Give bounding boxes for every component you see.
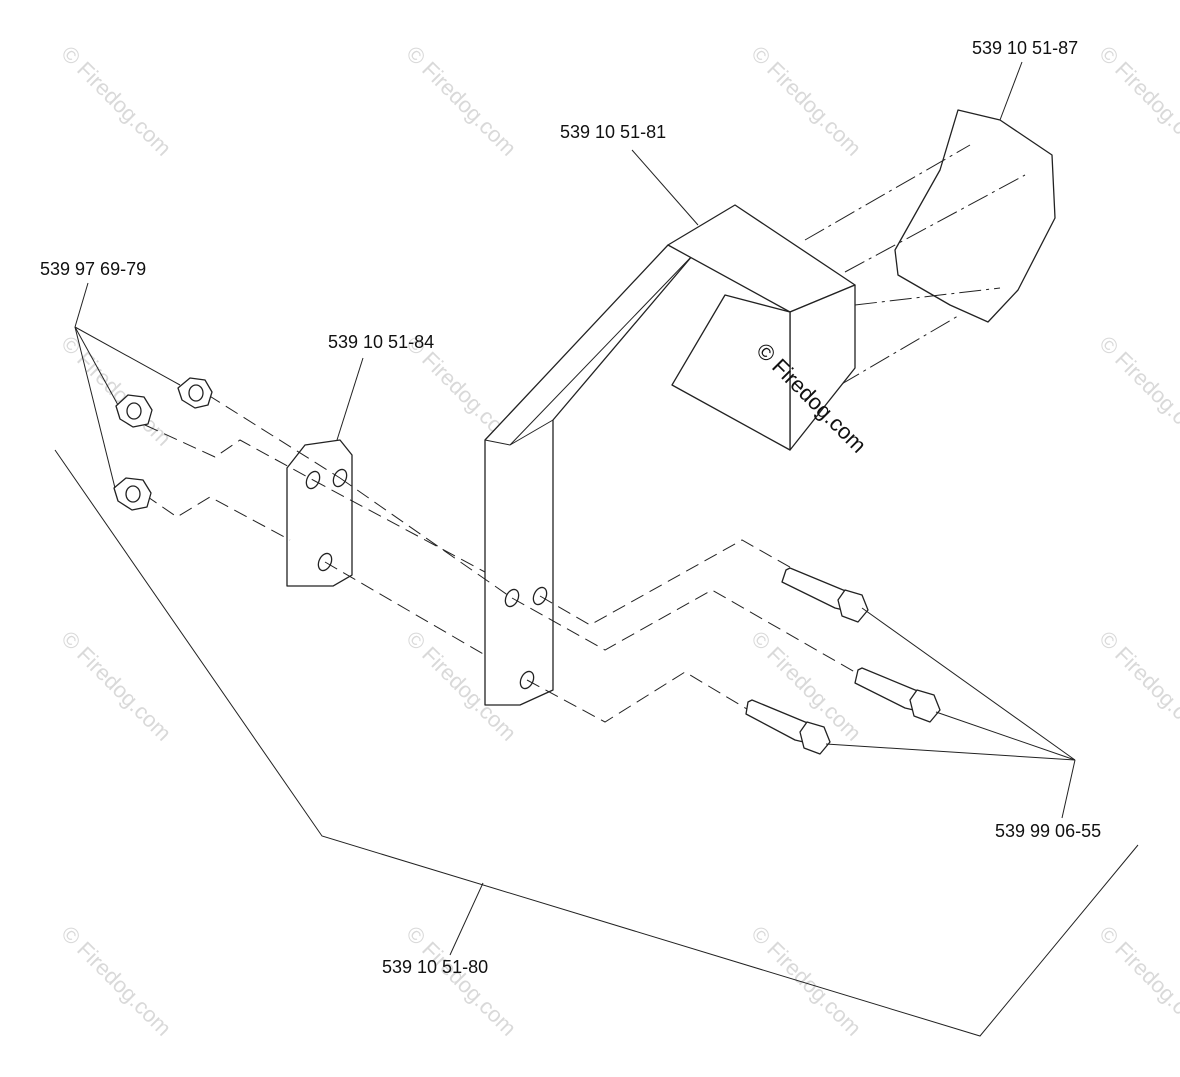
watermark-text: © Firedog.com xyxy=(746,41,866,161)
bolt xyxy=(781,567,869,623)
watermark-text: © Firedog.com xyxy=(1094,41,1180,161)
watermark-text: © Firedog.com xyxy=(401,921,521,1041)
assembly-leader xyxy=(449,882,484,956)
end-cap-leader xyxy=(999,61,1023,121)
label-nuts: 539 97 69-79 xyxy=(40,259,146,279)
watermark-text: © Firedog.com xyxy=(746,921,866,1041)
alignment-lines xyxy=(804,144,1026,386)
nut xyxy=(113,477,152,511)
top-bracket-part xyxy=(484,204,856,706)
assembly-bracket-line xyxy=(54,449,1139,1037)
nut xyxy=(115,394,153,428)
nut-paths xyxy=(144,394,341,541)
label-plate: 539 10 51-84 xyxy=(328,332,434,352)
watermark-text: © Firedog.com xyxy=(1094,626,1180,746)
watermark-text: © Firedog.com xyxy=(56,626,176,746)
bolt xyxy=(854,667,941,723)
watermark-text: © Firedog.com xyxy=(56,41,176,161)
watermark-text: © Firedog.com xyxy=(1094,921,1180,1041)
nuts-leaders xyxy=(74,282,181,489)
nut xyxy=(177,377,213,409)
end-cap-part xyxy=(894,109,1056,323)
label-bracket-top: 539 10 51-81 xyxy=(560,122,666,142)
watermark-text: © Firedog.com xyxy=(1094,331,1180,451)
watermark-text: © Firedog.com xyxy=(56,921,176,1041)
watermark-text: © Firedog.com xyxy=(56,331,176,451)
bracket-top-leader xyxy=(631,149,699,226)
bolt-paths xyxy=(312,477,861,723)
plate-leader xyxy=(336,357,364,441)
label-assembly: 539 10 51-80 xyxy=(382,957,488,977)
plate-part xyxy=(286,439,353,587)
bolt xyxy=(745,699,831,755)
label-bolts: 539 99 06-55 xyxy=(995,821,1101,841)
bolts-leaders xyxy=(825,607,1076,819)
label-end-cap: 539 10 51-87 xyxy=(972,38,1078,58)
watermark-text: © Firedog.com xyxy=(401,41,521,161)
